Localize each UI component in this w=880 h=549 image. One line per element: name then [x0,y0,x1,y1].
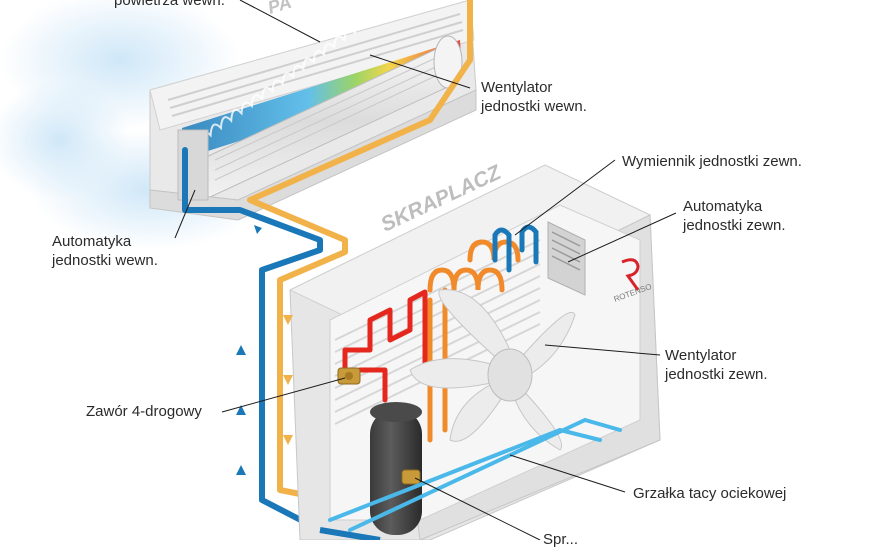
indoor-pipe-loop [182,0,473,533]
indoor-unit [149,0,477,221]
four-way-valve-icon [337,367,361,385]
outdoor-unit: ROTENSO [288,164,661,540]
label-drip-tray-heater: Grzałka tacy ociekowej [633,485,787,502]
label-indoor-air-temp: powietrza wewn. [114,0,225,9]
indoor-unit-title: PA [265,0,293,18]
label-outdoor-automation: Automatyka jednostki zewn. [683,198,786,234]
brand-logo-icon [621,258,640,291]
label-outdoor-heat-exchanger: Wymiennik jednostki zewn. [622,153,802,170]
label-outdoor-fan: Wentylator jednostki zewn. [665,347,768,383]
label-indoor-automation: Automatyka jednostki wewn. [52,233,158,269]
flow-arrows [236,225,262,475]
label-indoor-fan: Wentylator jednostki wewn. [481,79,587,115]
label-four-way-valve: Zawór 4-drogowy [86,403,202,420]
outdoor-fan-icon [409,289,576,451]
leader-lines [174,0,677,540]
